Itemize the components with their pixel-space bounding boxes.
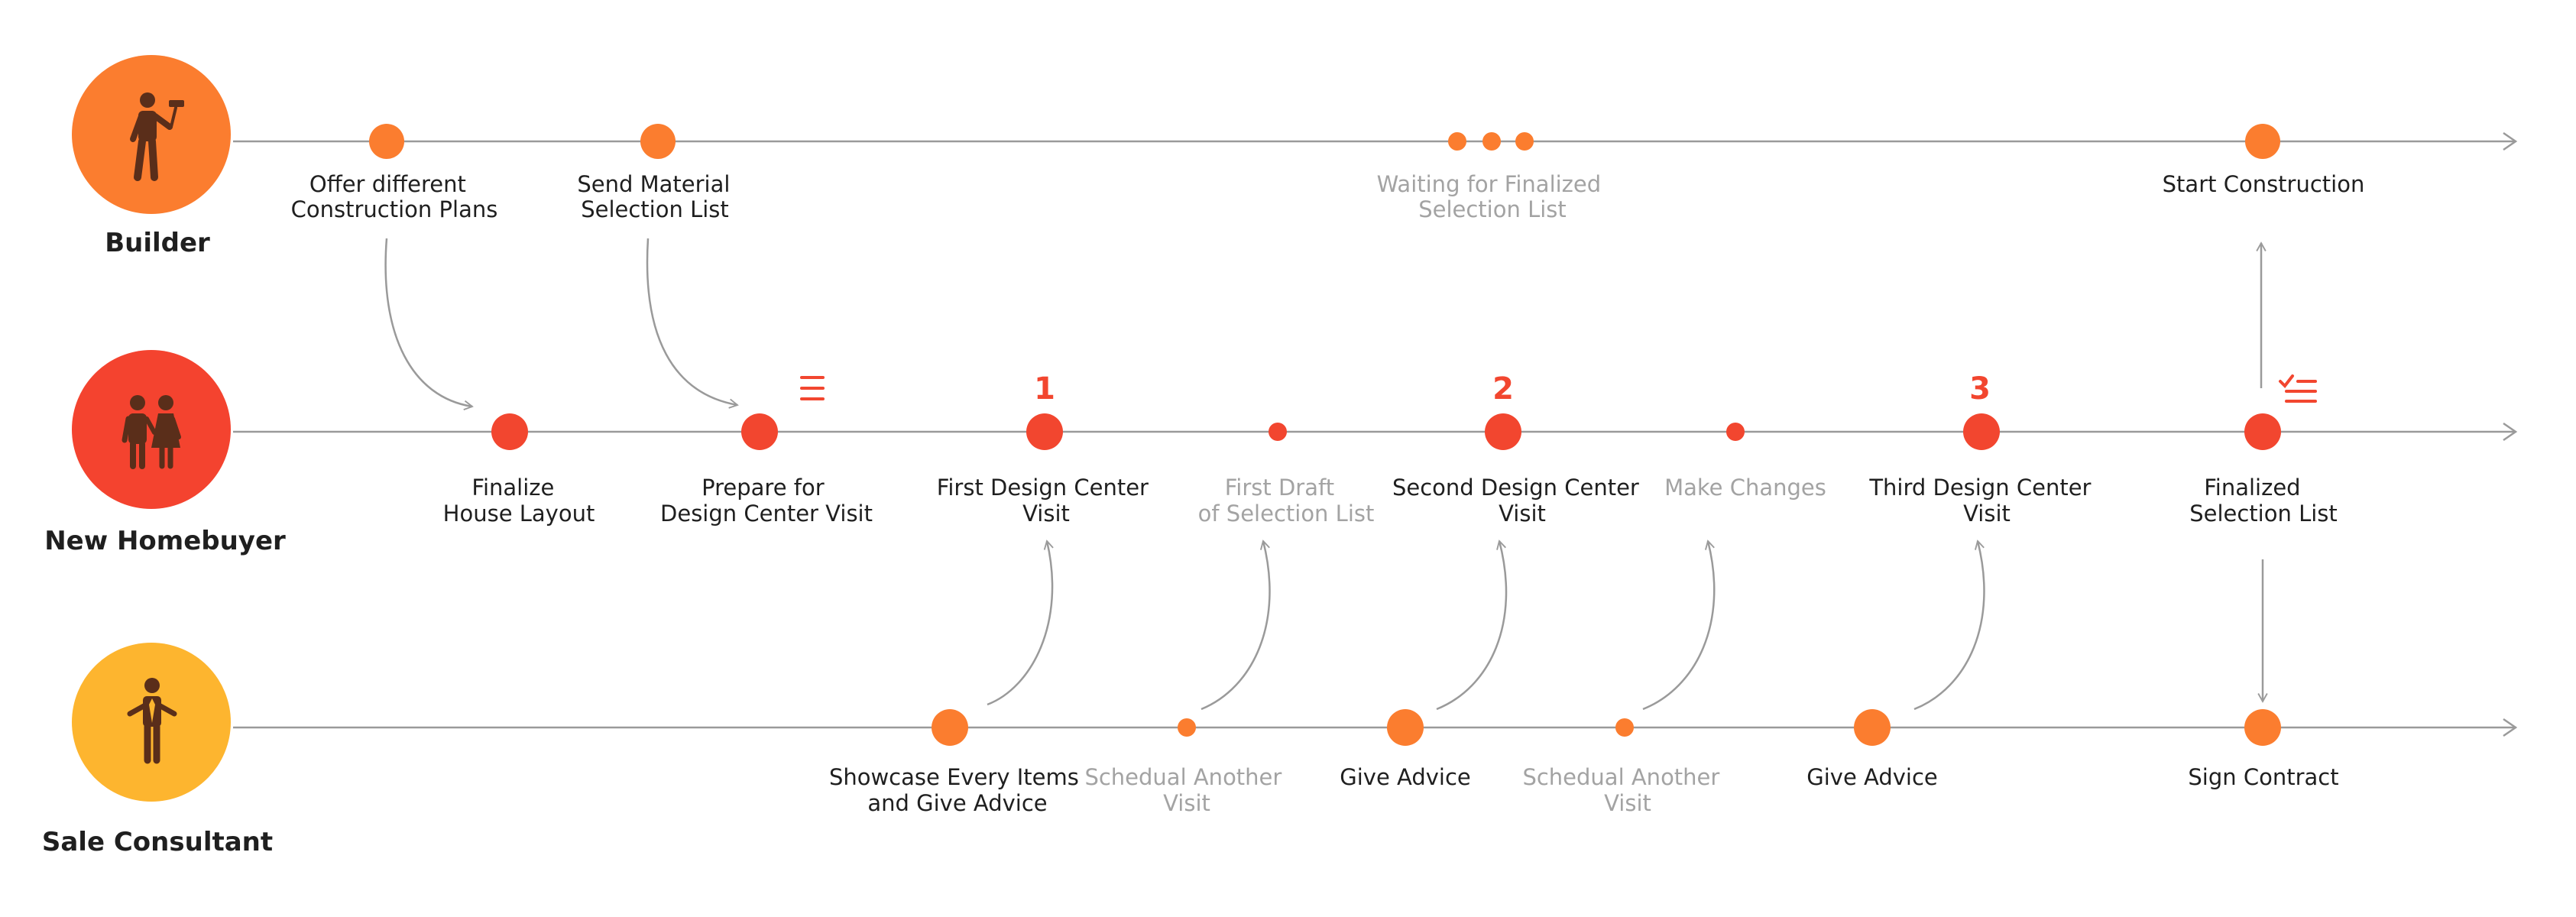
step-number: 2	[1492, 371, 1514, 407]
consultant-label: Sale Consultant	[42, 827, 273, 857]
step-label: First Design Center Visit	[937, 475, 1155, 527]
couple-icon	[122, 395, 181, 469]
homebuyer-step: Prepare for Design Center Visit	[660, 376, 873, 527]
builder-label: Builder	[105, 228, 210, 258]
step-label: Give Advice	[1340, 764, 1471, 790]
builder-step: Start Construction	[2163, 124, 2365, 197]
homebuyer-step: First Draft of Selection List	[1198, 423, 1375, 527]
connectors	[384, 238, 2268, 711]
step-dot	[491, 413, 528, 450]
step-label: Third Design Center Visit	[1868, 475, 2098, 527]
step-dot	[2244, 413, 2281, 450]
step-label: Schedual Another Visit	[1522, 764, 1726, 816]
builder-steps: Offer different Construction Plans Send …	[291, 124, 2365, 222]
step-number: 3	[1969, 371, 1991, 407]
step-dot	[741, 413, 778, 450]
homebuyer-step: Make Changes	[1664, 423, 1826, 501]
homebuyer-step: 2 Second Design Center Visit	[1392, 371, 1646, 527]
connector-arrow	[1436, 540, 1508, 711]
step-label: Second Design Center Visit	[1392, 475, 1646, 527]
consultant-step: Showcase Every Items and Give Advice	[829, 709, 1086, 816]
step-label: Prepare for Design Center Visit	[660, 475, 873, 527]
step-label: Finalize House Layout	[443, 475, 595, 527]
homebuyer-step: Finalize House Layout	[443, 413, 595, 527]
step-dot	[1026, 413, 1063, 450]
role-builder: Builder	[72, 55, 231, 258]
connector-arrow	[1913, 540, 1985, 711]
role-consultant: Sale Consultant	[42, 643, 273, 857]
connector-arrow	[384, 238, 474, 411]
step-label: Schedual Another Visit	[1084, 764, 1288, 816]
homebuyer-steps: Finalize House Layout Prepare for Design…	[443, 371, 2338, 527]
builder-step: Waiting for Finalized Selection List	[1377, 132, 1609, 222]
consultant-step: Schedual Another Visit	[1084, 718, 1288, 816]
step-label: Start Construction	[2163, 171, 2365, 197]
step-label: Send Material Selection List	[577, 171, 737, 222]
connector-arrow	[1642, 540, 1716, 711]
homebuyer-label: New Homebuyer	[44, 526, 286, 556]
step-dot	[2245, 124, 2280, 159]
step-label: Offer different Construction Plans	[291, 171, 498, 222]
role-homebuyer: New Homebuyer	[44, 350, 286, 556]
step-dot	[1269, 423, 1287, 441]
checklist-icon	[2279, 374, 2317, 403]
step-dot	[1963, 413, 2000, 450]
list-icon	[800, 376, 825, 400]
step-label: Make Changes	[1664, 475, 1826, 501]
step-dot	[1485, 413, 1521, 450]
step-dot	[640, 124, 676, 159]
step-label: Waiting for Finalized Selection List	[1377, 171, 1609, 222]
step-dot	[932, 709, 968, 746]
consultant-step: Schedual Another Visit	[1522, 718, 1726, 816]
consultant-step: Give Advice	[1806, 709, 1938, 790]
connector-arrow	[646, 238, 739, 409]
connector-arrow	[987, 540, 1054, 706]
step-label: Finalized Selection List	[2189, 475, 2338, 527]
step-label: Sign Contract	[2188, 764, 2338, 790]
step-dot	[1726, 423, 1745, 441]
swimlane-lines	[233, 131, 2518, 737]
consultant-step: Give Advice	[1340, 709, 1471, 790]
homebuyer-step: 3 Third Design Center Visit	[1868, 371, 2098, 527]
homebuyer-step: 1 First Design Center Visit	[937, 371, 1155, 527]
builder-lane-arrowhead	[2503, 131, 2518, 151]
builder-step: Offer different Construction Plans	[291, 124, 498, 222]
consultant-step: Sign Contract	[2188, 709, 2339, 790]
step-dot	[369, 124, 404, 159]
waiting-dots-icon	[1448, 132, 1534, 151]
step-dot	[1854, 709, 1891, 746]
homebuyer-step: Finalized Selection List	[2189, 374, 2338, 527]
step-dot	[2244, 709, 2281, 746]
step-dot	[1387, 709, 1424, 746]
consultant-icon	[127, 678, 177, 764]
consultant-lane-arrowhead	[2503, 718, 2518, 737]
step-dot	[1615, 718, 1634, 737]
connector-arrow	[1201, 540, 1271, 711]
consultant-steps: Showcase Every Items and Give Advice Sch…	[829, 709, 2339, 816]
worker-with-hammer-icon	[130, 92, 184, 181]
step-dot	[1178, 718, 1196, 737]
step-label: Give Advice	[1806, 764, 1938, 790]
step-label: Showcase Every Items and Give Advice	[829, 764, 1086, 816]
step-label: First Draft of Selection List	[1198, 475, 1375, 527]
step-number: 1	[1034, 371, 1055, 407]
builder-step: Send Material Selection List	[577, 124, 737, 222]
homebuyer-lane-arrowhead	[2503, 422, 2518, 442]
